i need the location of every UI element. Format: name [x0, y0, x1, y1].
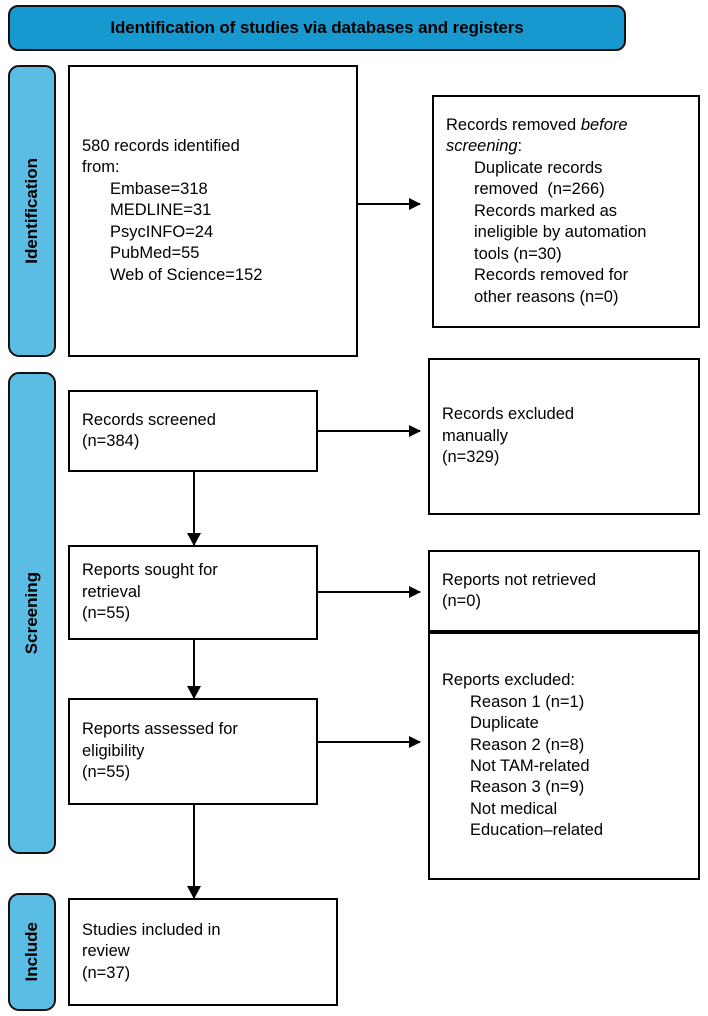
text-line: Web of Science=152 — [110, 265, 263, 284]
text-line: MEDLINE=31 — [110, 201, 212, 220]
text-line: PsycINFO=24 — [110, 222, 214, 241]
heading-italic-screening: screening — [446, 137, 518, 156]
text-line: Reports not retrieved — [442, 570, 597, 589]
heading-italic-before: before — [580, 116, 628, 135]
box-studies-included-in-review: Studies included in review (n=37) — [68, 898, 338, 1006]
text-line: PubMed=55 — [110, 244, 200, 263]
text-line: Studies included in — [82, 920, 221, 939]
text-line: Reason 1 (n=1) — [470, 692, 585, 711]
arrow-assessed-to-reports-excluded — [318, 736, 421, 748]
arrow-assessed-to-included — [187, 805, 201, 899]
box-records-screened: Records screened (n=384) — [68, 390, 318, 472]
text-line: Reports assessed for — [82, 720, 238, 739]
box-reports-assessed-for-eligibility: Reports assessed for eligibility (n=55) — [68, 698, 318, 805]
text-line-heading: Records removed before — [446, 115, 692, 136]
text-line: (n=55) — [82, 604, 131, 623]
text-line: tools (n=30) — [474, 244, 562, 263]
stage-label-screening: Screening — [22, 571, 41, 655]
text-line: (n=37) — [82, 963, 131, 982]
text-line: Reason 3 (n=9) — [470, 778, 585, 797]
box-reports-not-retrieved: Reports not retrieved (n=0) — [428, 550, 700, 632]
arrow-sought-to-assessed — [187, 640, 201, 699]
text-line: Education–related — [470, 821, 604, 840]
text-line: Records removed for — [474, 266, 629, 285]
text-line: review — [82, 942, 130, 961]
diagram-header-banner: Identification of studies via databases … — [8, 5, 626, 51]
box-reports-excluded: Reports excluded: Reason 1 (n=1) Duplica… — [428, 632, 700, 880]
text-line: Records excluded — [442, 405, 575, 424]
arrow-sought-to-not-retrieved — [318, 586, 421, 598]
heading-plain: Records removed — [446, 116, 581, 135]
text-line-heading: screening: — [446, 136, 692, 157]
text-line: Not medical — [470, 799, 558, 818]
text-line: Records marked as — [474, 201, 618, 220]
text-line: Not TAM-related — [470, 757, 590, 775]
stage-label-identification: Identification — [22, 158, 41, 264]
arrow-identified-to-removed — [358, 198, 421, 210]
text-line: (n=55) — [82, 763, 131, 782]
text-line: eligibility — [82, 741, 145, 760]
text-line: ineligible by automation — [474, 223, 647, 242]
text-line: from: — [82, 158, 120, 177]
text-line: (n=384) — [82, 432, 140, 450]
text-line: (n=0) — [442, 592, 481, 610]
arrow-screened-to-sought — [187, 472, 201, 546]
box-reports-sought-for-retrieval: Reports sought for retrieval (n=55) — [68, 545, 318, 640]
text-line: Duplicate — [470, 714, 539, 733]
stage-tab-identification: Identification — [8, 65, 56, 357]
text-line: (n=329) — [442, 448, 500, 467]
text-line: Reason 2 (n=8) — [470, 735, 585, 754]
text-line: Reports excluded: — [442, 671, 575, 690]
box-records-identified: 580 records identified from: Embase=318 … — [68, 65, 358, 357]
box-records-excluded-manually: Records excluded manually (n=329) — [428, 358, 700, 515]
text-line: Reports sought for — [82, 561, 218, 580]
text-line: other reasons (n=0) — [474, 287, 619, 306]
box-records-removed-before-screening: Records removed before screening: Duplic… — [432, 95, 700, 328]
text-line: removed (n=266) — [474, 180, 605, 199]
text-line: manually — [442, 426, 509, 445]
stage-label-include: Include — [22, 922, 41, 982]
text-line: Embase=318 — [110, 179, 208, 198]
text-line: retrieval — [82, 582, 141, 601]
text-line: Duplicate records — [474, 158, 603, 177]
stage-tab-screening: Screening — [8, 372, 56, 854]
stage-tab-include: Include — [8, 893, 56, 1011]
text-line: Records screened — [82, 410, 216, 429]
heading-colon: : — [517, 137, 523, 156]
diagram-title: Identification of studies via databases … — [110, 18, 524, 37]
arrow-screened-to-excluded — [318, 425, 421, 437]
text-line: 580 records identified — [82, 136, 240, 155]
